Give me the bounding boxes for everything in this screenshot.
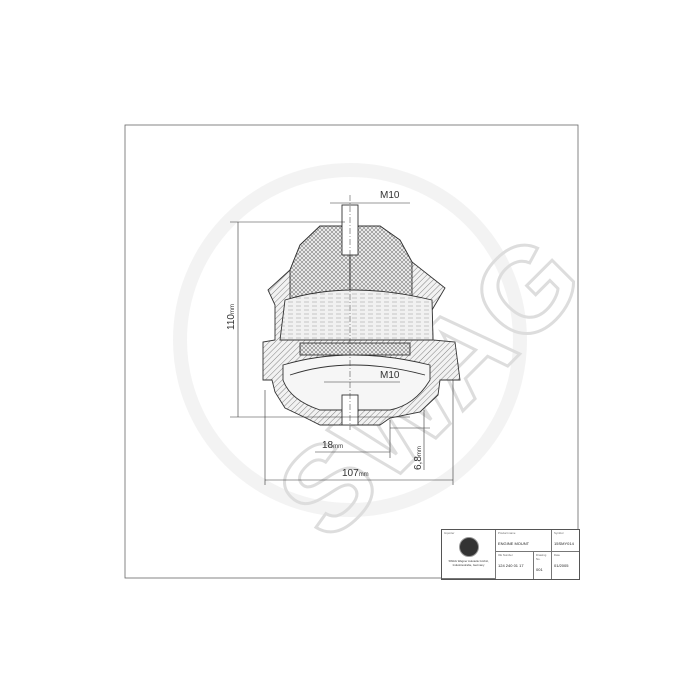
symbol-label: Symbol <box>554 531 564 535</box>
drawing-no-label: Drawing No. <box>536 553 547 561</box>
importer-label: Importer <box>444 531 455 535</box>
oe-cell: OE Number 124 240 01 17 <box>496 552 534 579</box>
title-block: Importer SWAG Wagner Autoteile GmbH, Ind… <box>441 529 580 580</box>
symbol-value: 15SMY014 <box>554 541 574 546</box>
height-label: 110mm <box>226 304 237 330</box>
importer-text: SWAG Wagner Autoteile GmbH, Industriestr… <box>448 559 489 567</box>
watermark-logo <box>173 163 527 517</box>
offset-label: 18mm <box>322 440 343 451</box>
sheet-frame <box>124 124 579 579</box>
product-cell: Product name ENGINE MOUNT <box>496 530 552 552</box>
thread-top-label: M10 <box>380 190 400 201</box>
company-logo <box>458 537 479 557</box>
symbol-cell: Symbol 15SMY014 <box>552 530 579 552</box>
product-label: Product name <box>498 531 516 535</box>
drawing-no-value: 001 <box>536 567 543 572</box>
dimension-labels: M10 M10 110mm 107mm 18mm 6,8mm <box>226 190 424 479</box>
date-value: 01/2005 <box>554 563 569 568</box>
step-label: 6,8mm <box>413 446 424 470</box>
date-label: Date <box>554 553 560 557</box>
importer-cell: Importer SWAG Wagner Autoteile GmbH, Ind… <box>442 530 496 579</box>
oe-label: OE Number <box>498 553 513 557</box>
width-label: 107mm <box>342 468 369 479</box>
engine-mount-section <box>262 195 461 430</box>
oe-value: 124 240 01 17 <box>498 563 524 568</box>
product-value: ENGINE MOUNT <box>498 541 530 546</box>
date-cell: Date 01/2005 <box>552 552 579 579</box>
dimension-lines <box>230 202 454 485</box>
drawing-no-cell: Drawing No. 001 <box>534 552 552 579</box>
thread-bottom-label: M10 <box>380 370 400 381</box>
